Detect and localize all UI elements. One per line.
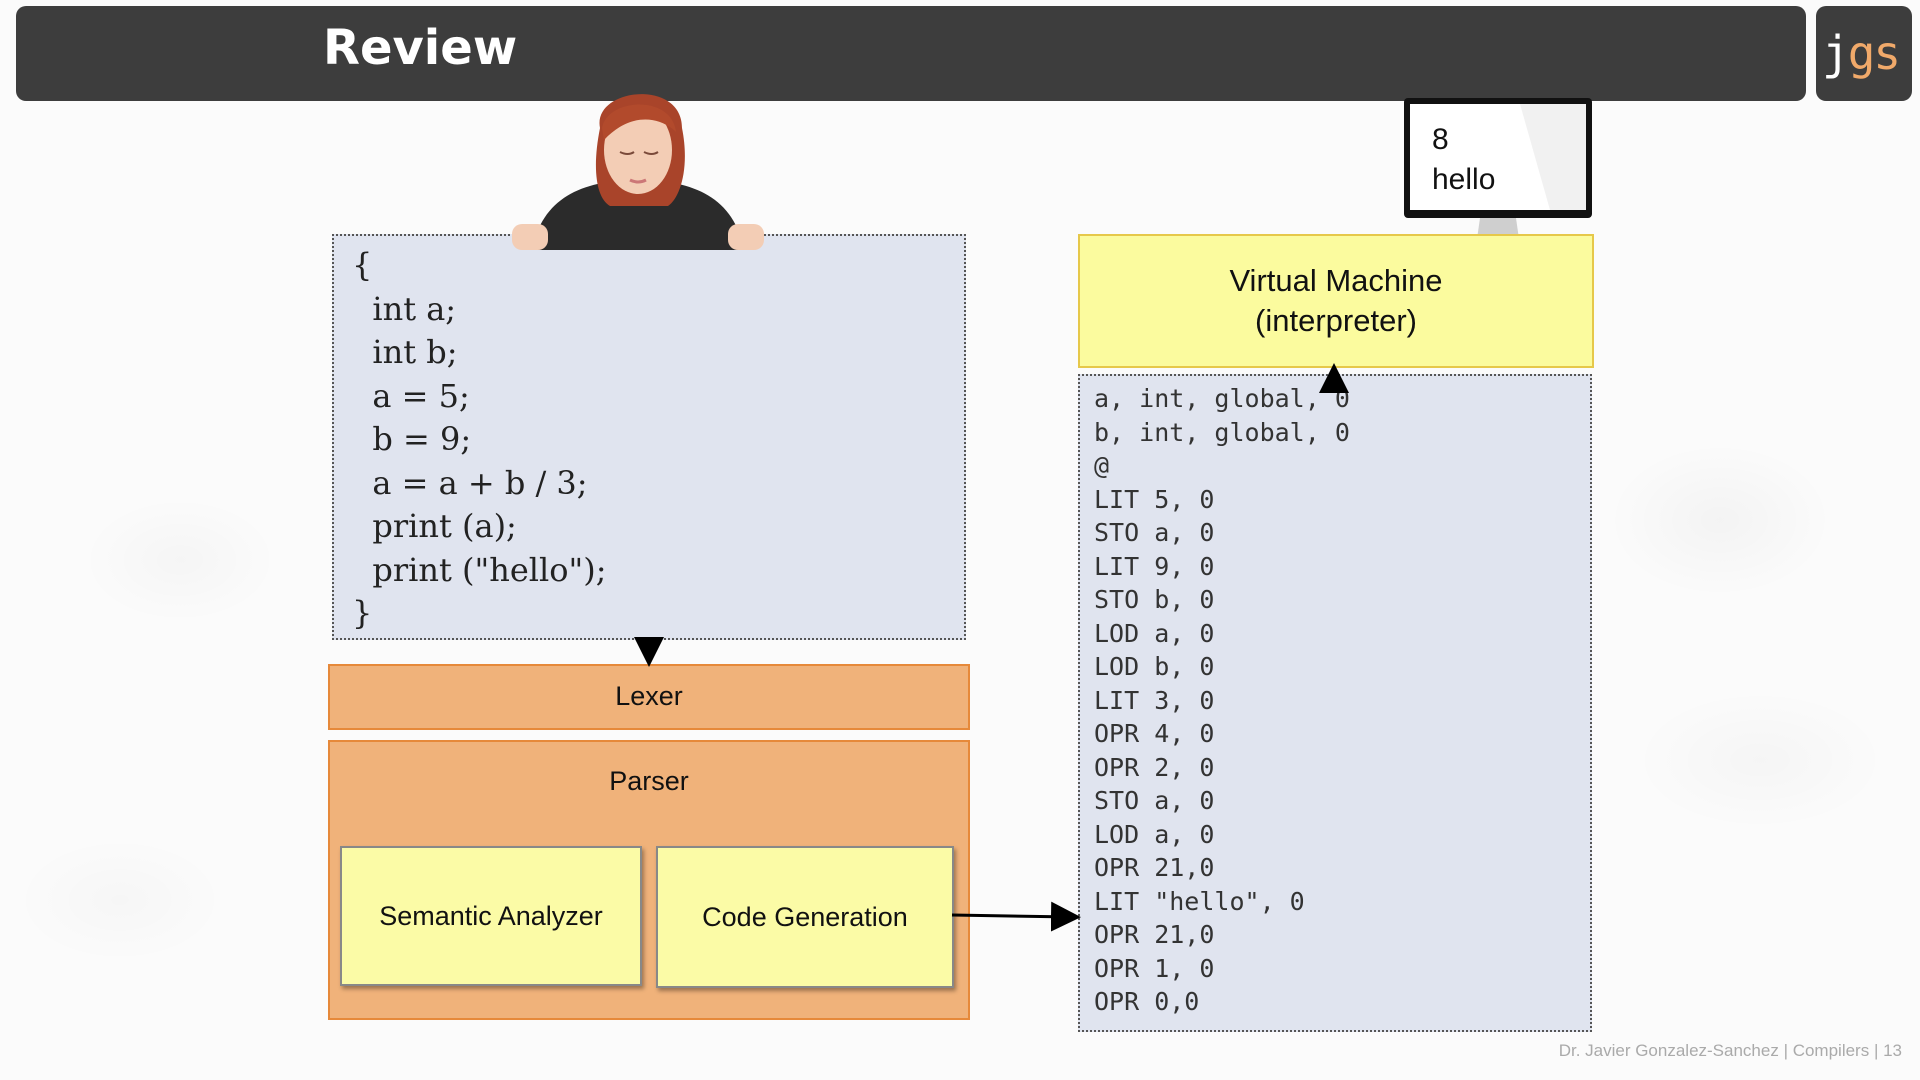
bytecode-line: OPR 2, 0: [1094, 751, 1590, 785]
bytecode-line: LOD b, 0: [1094, 650, 1590, 684]
parser-box: Parser Semantic Analyzer Code Generation: [328, 740, 970, 1020]
logo-text: jgs: [1822, 26, 1899, 80]
vm-title: Virtual Machine: [1229, 261, 1442, 301]
code-line: print ("hello");: [352, 549, 964, 593]
bytecode-line: OPR 21,0: [1094, 851, 1590, 885]
bytecode-line: OPR 4, 0: [1094, 717, 1590, 751]
title-bar: Review: [16, 6, 1806, 101]
lexer-label: Lexer: [330, 681, 968, 712]
bytecode-line: b, int, global, 0: [1094, 416, 1590, 450]
bytecode-line: a, int, global, 0: [1094, 382, 1590, 416]
jgs-logo: jgs: [1816, 6, 1912, 101]
slide-footer: Dr. Javier Gonzalez-Sanchez | Compilers …: [1559, 1041, 1902, 1061]
bytecode-line: LIT "hello", 0: [1094, 885, 1590, 919]
semantic-analyzer-label: Semantic Analyzer: [379, 901, 603, 932]
code-line: a = a + b / 3;: [352, 462, 964, 506]
semantic-analyzer-box: Semantic Analyzer: [340, 846, 642, 986]
virtual-machine-box: Virtual Machine (interpreter): [1078, 234, 1594, 368]
output-line: hello: [1432, 160, 1578, 200]
bytecode-line: LOD a, 0: [1094, 818, 1590, 852]
code-line: int b;: [352, 331, 964, 375]
code-line: b = 9;: [352, 418, 964, 462]
bytecode-line: LIT 5, 0: [1094, 483, 1590, 517]
source-code-panel: { int a; int b; a = 5; b = 9; a = a + b …: [332, 234, 966, 640]
bytecode-line: STO a, 0: [1094, 516, 1590, 550]
code-line: a = 5;: [352, 375, 964, 419]
parser-label: Parser: [330, 766, 968, 797]
bytecode-line: STO b, 0: [1094, 583, 1590, 617]
vm-subtitle: (interpreter): [1255, 301, 1417, 341]
lexer-box: Lexer: [328, 664, 970, 730]
bytecode-line: OPR 0,0: [1094, 985, 1590, 1019]
bytecode-line: OPR 21,0: [1094, 918, 1590, 952]
bytecode-line: LOD a, 0: [1094, 617, 1590, 651]
code-line: int a;: [352, 288, 964, 332]
intermediate-code-panel: a, int, global, 0 b, int, global, 0 @ LI…: [1078, 374, 1592, 1032]
output-line: 8: [1432, 120, 1578, 160]
code-line: }: [352, 592, 964, 636]
bytecode-line: STO a, 0: [1094, 784, 1590, 818]
bytecode-line: OPR 1, 0: [1094, 952, 1590, 986]
woman-illustration: [512, 88, 764, 250]
program-output: 8 hello: [1410, 104, 1578, 214]
code-line: {: [352, 244, 964, 288]
code-generation-label: Code Generation: [702, 902, 908, 933]
code-generation-box: Code Generation: [656, 846, 954, 988]
bytecode-line: @: [1094, 449, 1590, 483]
code-line: print (a);: [352, 505, 964, 549]
slide-title: Review: [323, 20, 517, 76]
bytecode-line: LIT 9, 0: [1094, 550, 1590, 584]
bytecode-line: LIT 3, 0: [1094, 684, 1590, 718]
